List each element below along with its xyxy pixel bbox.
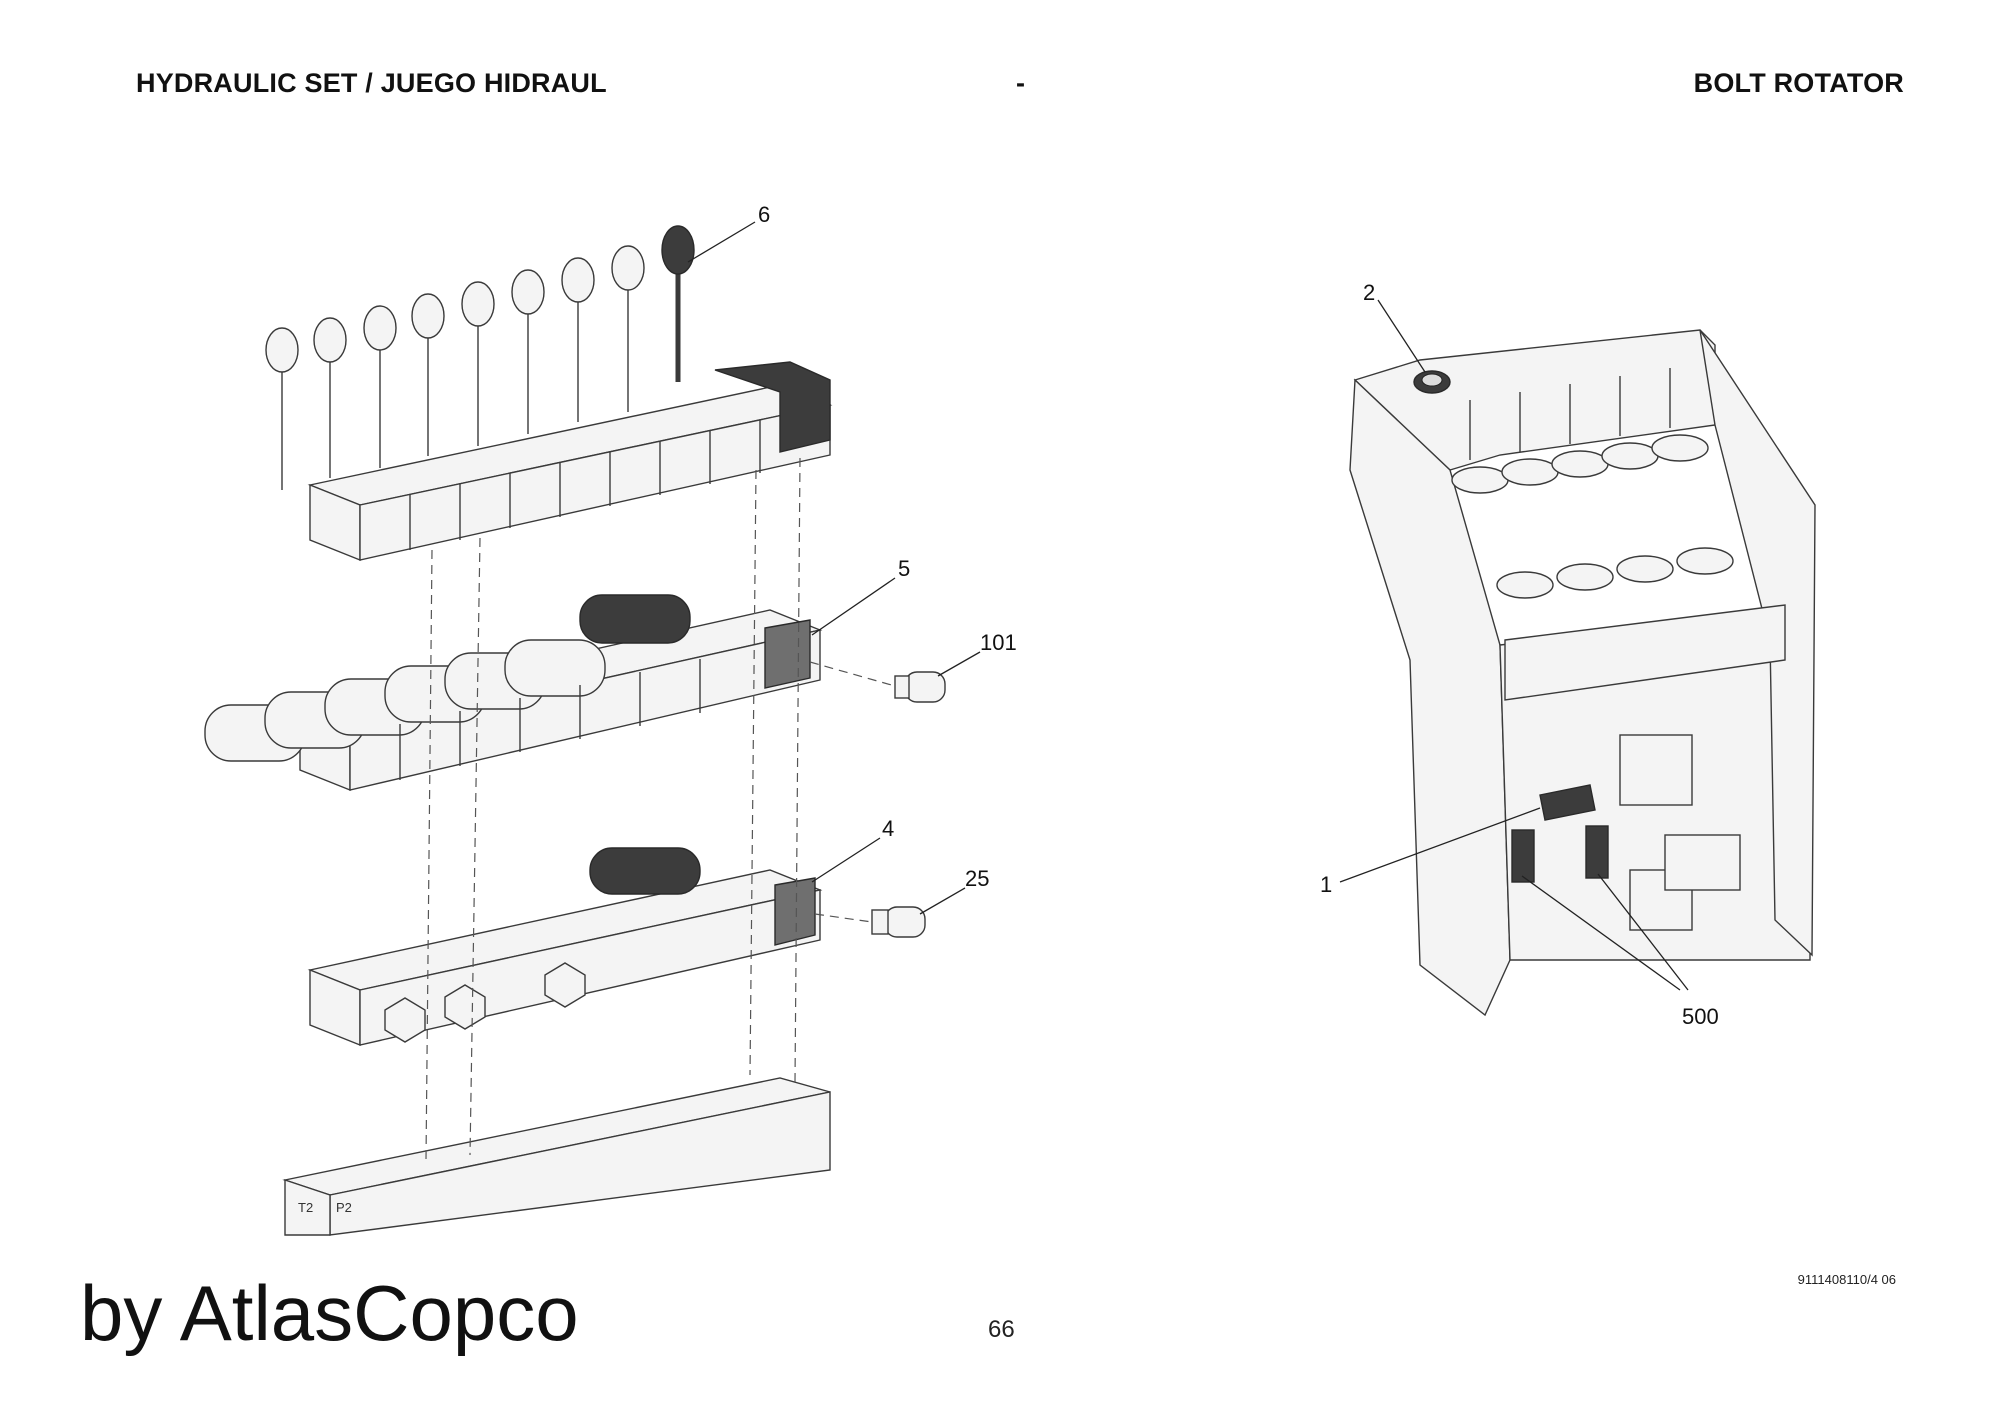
cabinet-upper-valve (1619, 734, 1693, 806)
valve-bank-with-levers (265, 225, 833, 562)
bank4-solenoid-dark (589, 847, 701, 895)
part-500-right-bracket (1585, 825, 1609, 879)
port-label-p2: P2 (336, 1200, 352, 1215)
cabinet-side-valve (1664, 834, 1741, 891)
control-levers (265, 225, 695, 490)
cabinet-right-side (1699, 329, 1816, 957)
part-500-left-bracket (1511, 829, 1535, 883)
brand-watermark: by AtlasCopco (80, 1269, 579, 1357)
callout-25: 25 (965, 866, 989, 891)
callout-2: 2 (1363, 280, 1375, 305)
port-label-t2: T2 (298, 1200, 313, 1215)
callout-5: 5 (898, 556, 910, 581)
alignment-dashed-lines (425, 457, 801, 1161)
part-25-plug (871, 906, 926, 938)
valve-end-section-dark (714, 361, 831, 453)
header-right-title: BOLT ROTATOR (1693, 68, 1904, 98)
valve-bank-5 (204, 594, 946, 792)
manifold-front (284, 1179, 331, 1236)
manifold-block: T2 P2 (282, 1077, 831, 1236)
cabinet-assembly (1349, 329, 1816, 1017)
valve-side-face (359, 404, 831, 561)
header-left-title: HYDRAULIC SET / JUEGO HIDRAUL (136, 68, 607, 98)
cabinet-valve-rows (1451, 434, 1734, 599)
part-1-valve-block (1539, 784, 1596, 821)
part-5-end-plate (764, 619, 811, 689)
cabinet-left-side (1349, 378, 1511, 1017)
part-101-plug (894, 671, 946, 703)
cabinet-crossbar (1504, 604, 1786, 701)
page-number: 66 (988, 1316, 1015, 1343)
valve-bank-4 (307, 847, 926, 1047)
bank5-solenoid-dark (579, 594, 691, 644)
callout-4: 4 (882, 816, 894, 841)
document-code: 9111408110/4 06 (1797, 1272, 1896, 1287)
bank5-side (349, 629, 821, 791)
header-separator: - (1016, 68, 1026, 98)
part-4-end-plate (774, 877, 816, 946)
lever-6-knob (661, 225, 695, 275)
callout-500: 500 (1682, 1004, 1719, 1029)
callout-1: 1 (1320, 872, 1332, 897)
callout-6: 6 (758, 202, 770, 227)
callout-101: 101 (980, 630, 1017, 655)
